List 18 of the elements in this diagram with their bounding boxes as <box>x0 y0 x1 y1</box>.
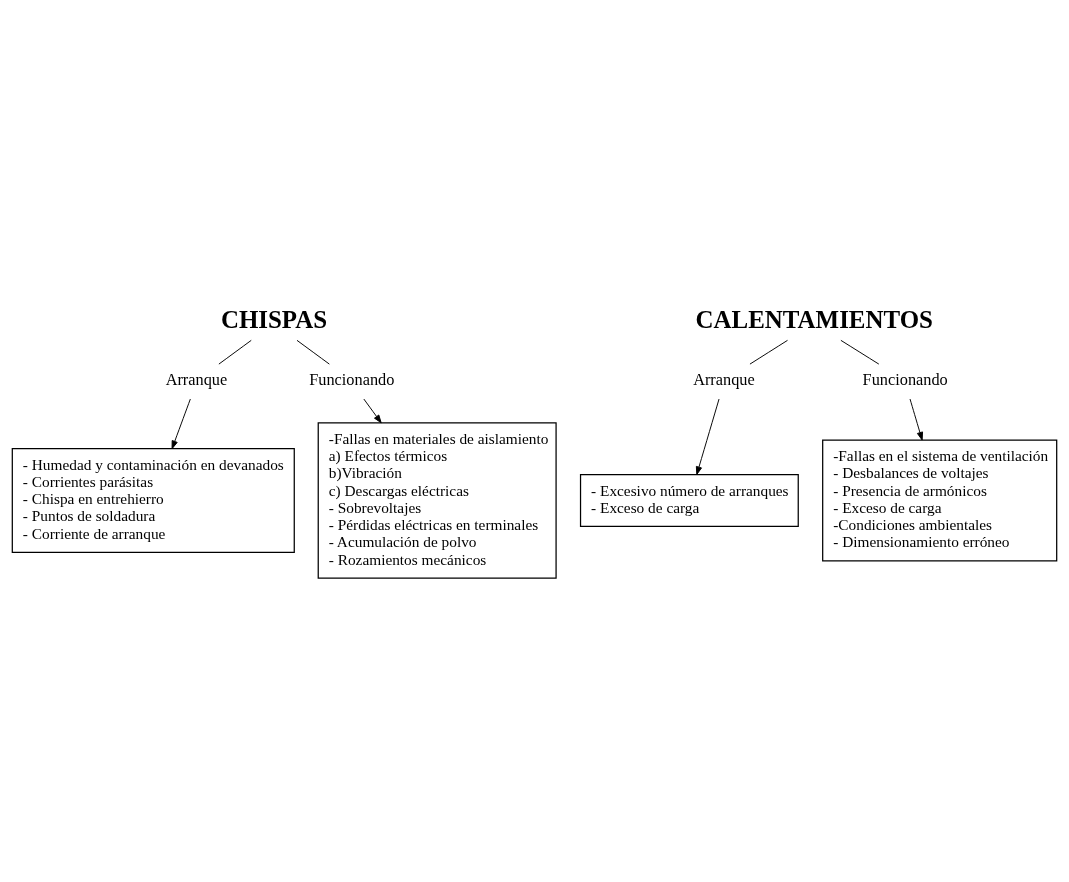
arrow <box>171 398 191 449</box>
node-text: CHISPAS <box>220 305 328 333</box>
node-text: Arranque <box>693 369 755 389</box>
connector <box>296 339 330 365</box>
node-text: Arranque <box>165 369 228 389</box>
node-box: -Fallas en el sistema de ventilación - Desbalances de voltajes - Presencia de armónicos - Exceso de carga -Condiciones ambientales - Dimensionamiento erróneo <box>822 438 1058 562</box>
arrow <box>695 398 720 475</box>
arrow <box>363 398 382 423</box>
node-box: -Fallas en materiales de aislamiento a) Efectos térmicos b)Vibración c) Descargas eléctricas - Sobrevoltajes - Pérdidas eléctricas en terminales - Acumulación de polvo - Rozamientos mecánicos <box>317 421 557 579</box>
arrow <box>909 398 924 440</box>
connector <box>840 339 880 365</box>
node-text: Funcionando <box>309 369 395 389</box>
node-box: - Humedad y contaminación en devanados - Corrientes parásitas - Chispa en entrehierro - Puntos de soldadura - Corriente de arranque <box>11 447 295 553</box>
node-text: Funcionando <box>862 369 948 389</box>
node-text: CALENTAMIENTOS <box>695 305 933 333</box>
connector <box>749 339 788 365</box>
node-box: - Excesivo número de arranques - Exceso de carga <box>579 473 799 527</box>
connector <box>218 339 252 365</box>
